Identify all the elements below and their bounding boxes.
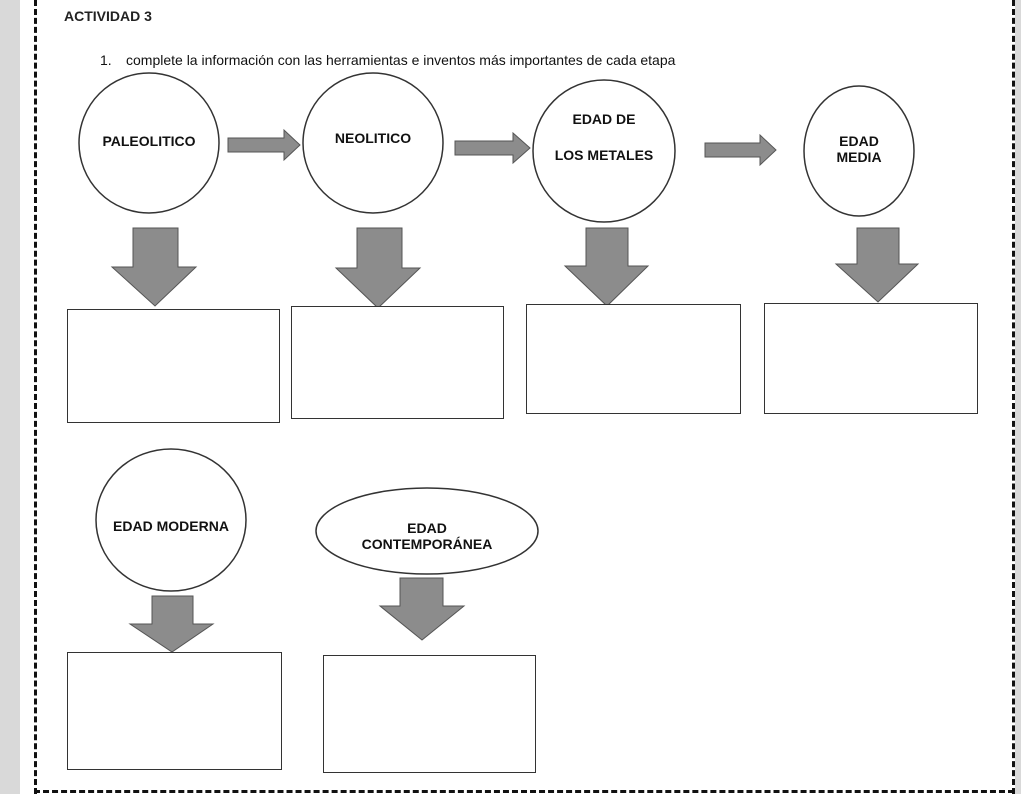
left-margin-strip (0, 0, 20, 794)
down-arrow-moderna (128, 595, 215, 653)
stage-label-line2: MEDIA (836, 149, 882, 165)
stage-label-line1: EDAD (407, 520, 447, 536)
stage-label-line1: NEOLITICO (334, 130, 412, 146)
stage-label-paleolitico: PALEOLITICO (79, 133, 219, 149)
stage-label-line1: EDAD (839, 133, 879, 149)
down-arrow-neolitico (334, 227, 422, 309)
down-arrow-paleolitico (110, 227, 198, 307)
right-margin-strip (1015, 0, 1021, 794)
stage-circle-metales (532, 79, 676, 223)
answer-box-contemporanea[interactable] (323, 655, 536, 773)
right-arrow-2 (454, 131, 531, 165)
down-arrow-metales (563, 227, 650, 307)
stage-label-metales: EDAD DE LOS METALES (533, 111, 675, 163)
activity-title: ACTIVIDAD 3 (64, 8, 152, 24)
down-arrow-media (834, 227, 920, 303)
dashed-border-left (34, 0, 37, 794)
right-arrow-3 (704, 133, 777, 167)
answer-box-metales[interactable] (526, 304, 741, 414)
stage-circle-neolitico (302, 72, 444, 214)
stage-label-contemporanea: EDAD CONTEMPORÁNEA (316, 520, 538, 552)
stage-label-line1: EDAD MODERNA (113, 518, 229, 534)
answer-box-media[interactable] (764, 303, 978, 414)
right-arrow-1 (227, 128, 301, 162)
answer-box-neolitico[interactable] (291, 306, 504, 419)
stage-label-neolitico: NEOLITICO (303, 130, 443, 146)
instruction-text: complete la información con las herramie… (126, 52, 676, 68)
stage-label-line1: PALEOLITICO (102, 133, 196, 149)
dashed-border-right (1012, 0, 1015, 794)
activity-instruction: 1. complete la información con las herram… (100, 52, 675, 68)
stage-label-moderna: EDAD MODERNA (96, 518, 246, 534)
dashed-border-bottom (34, 790, 1014, 793)
down-arrow-contemporanea (378, 577, 466, 641)
stage-circle-contemporanea (315, 487, 539, 575)
stage-circle-paleolitico (78, 72, 220, 214)
stage-label-line2: CONTEMPORÁNEA (361, 536, 493, 552)
stage-label-media: EDAD MEDIA (804, 133, 914, 165)
instruction-number: 1. (100, 52, 112, 68)
stage-circle-moderna (95, 448, 247, 592)
stage-label-line1: EDAD DE (572, 111, 636, 127)
answer-box-paleolitico[interactable] (67, 309, 280, 423)
stage-circle-media (803, 85, 915, 217)
answer-box-moderna[interactable] (67, 652, 282, 770)
stage-label-line2: LOS METALES (554, 147, 654, 163)
